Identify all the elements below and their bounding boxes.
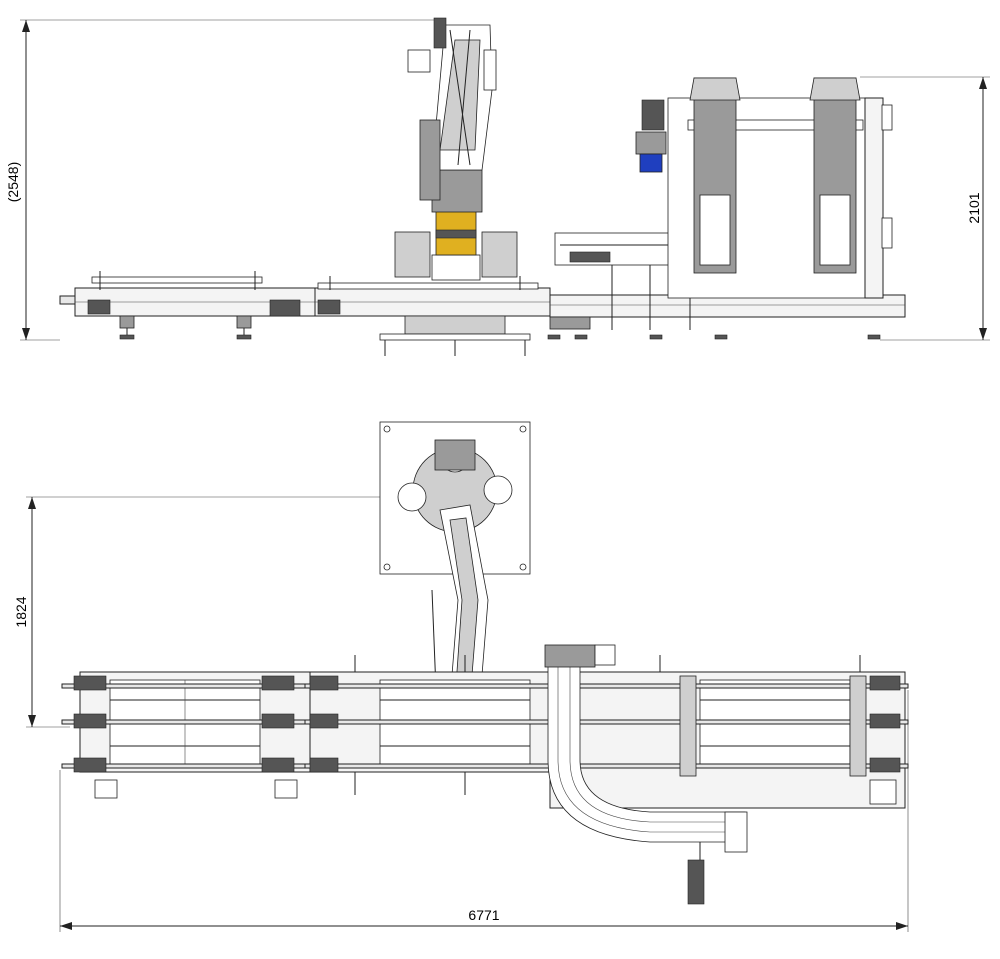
dim-label-overall-length: 6771 — [468, 907, 499, 923]
dimension-right-height: 2101 — [860, 76, 990, 341]
center-conveyor-side — [314, 276, 551, 317]
right-conveyor-plan — [549, 655, 909, 809]
curved-infeed-conveyor — [544, 644, 748, 905]
robot-arm-side — [407, 17, 497, 256]
robot-base-plate — [379, 421, 531, 575]
dim-label-robot-offset: 1824 — [13, 596, 29, 627]
dimension-overall-length: 6771 — [59, 690, 909, 932]
dim-label-overall-height: (2548) — [5, 162, 21, 202]
plan-view: 1824 6771 — [13, 421, 909, 932]
left-conveyor-plan — [61, 671, 313, 799]
side-elevation-view: (2548) 2101 — [5, 17, 990, 356]
dimension-overall-height: (2548) — [5, 19, 440, 341]
drive-motor — [635, 99, 667, 173]
robot-base-side — [379, 231, 531, 356]
dim-label-right-height: 2101 — [966, 192, 982, 223]
pallet-magazine-side — [667, 77, 893, 299]
center-conveyor-plan — [304, 655, 554, 795]
dimension-robot-offset: 1824 — [13, 496, 380, 728]
left-conveyor-side — [59, 271, 316, 340]
